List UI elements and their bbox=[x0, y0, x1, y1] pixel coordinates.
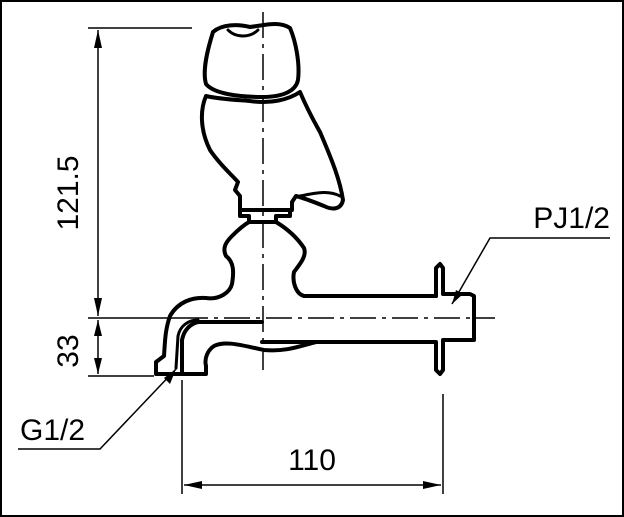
spout-bore bbox=[174, 318, 200, 370]
leader-pj1-2-arrow bbox=[452, 290, 463, 304]
leader-pj1-2 bbox=[451, 237, 610, 305]
outlet-pipe bbox=[260, 262, 476, 376]
handle-collar bbox=[238, 208, 292, 224]
arrow-33-bottom bbox=[94, 358, 102, 374]
label-pj1-2: PJ1/2 bbox=[533, 202, 610, 235]
owl-head-tuft bbox=[226, 28, 260, 38]
arrow-110-right bbox=[423, 481, 441, 489]
arrow-33-top bbox=[94, 320, 102, 336]
dimension-33-label: 33 bbox=[52, 334, 85, 367]
arrow-121-5-bottom bbox=[94, 298, 102, 316]
owl-head bbox=[202, 22, 301, 99]
owl-body bbox=[199, 90, 345, 212]
dimension-121-5-label: 121.5 bbox=[52, 155, 85, 230]
label-g1-2: G1/2 bbox=[20, 414, 85, 447]
arrow-110-left bbox=[184, 481, 202, 489]
spout-underside bbox=[180, 340, 332, 376]
valve-body bbox=[154, 220, 264, 376]
arrow-121-5-top bbox=[94, 30, 102, 48]
leader-g1-2-arrow bbox=[164, 369, 176, 384]
leader-g1-2 bbox=[18, 368, 177, 450]
owl-wing-line bbox=[298, 191, 342, 198]
dimension-110-label: 110 bbox=[288, 444, 336, 477]
valve-body-right bbox=[274, 220, 438, 298]
